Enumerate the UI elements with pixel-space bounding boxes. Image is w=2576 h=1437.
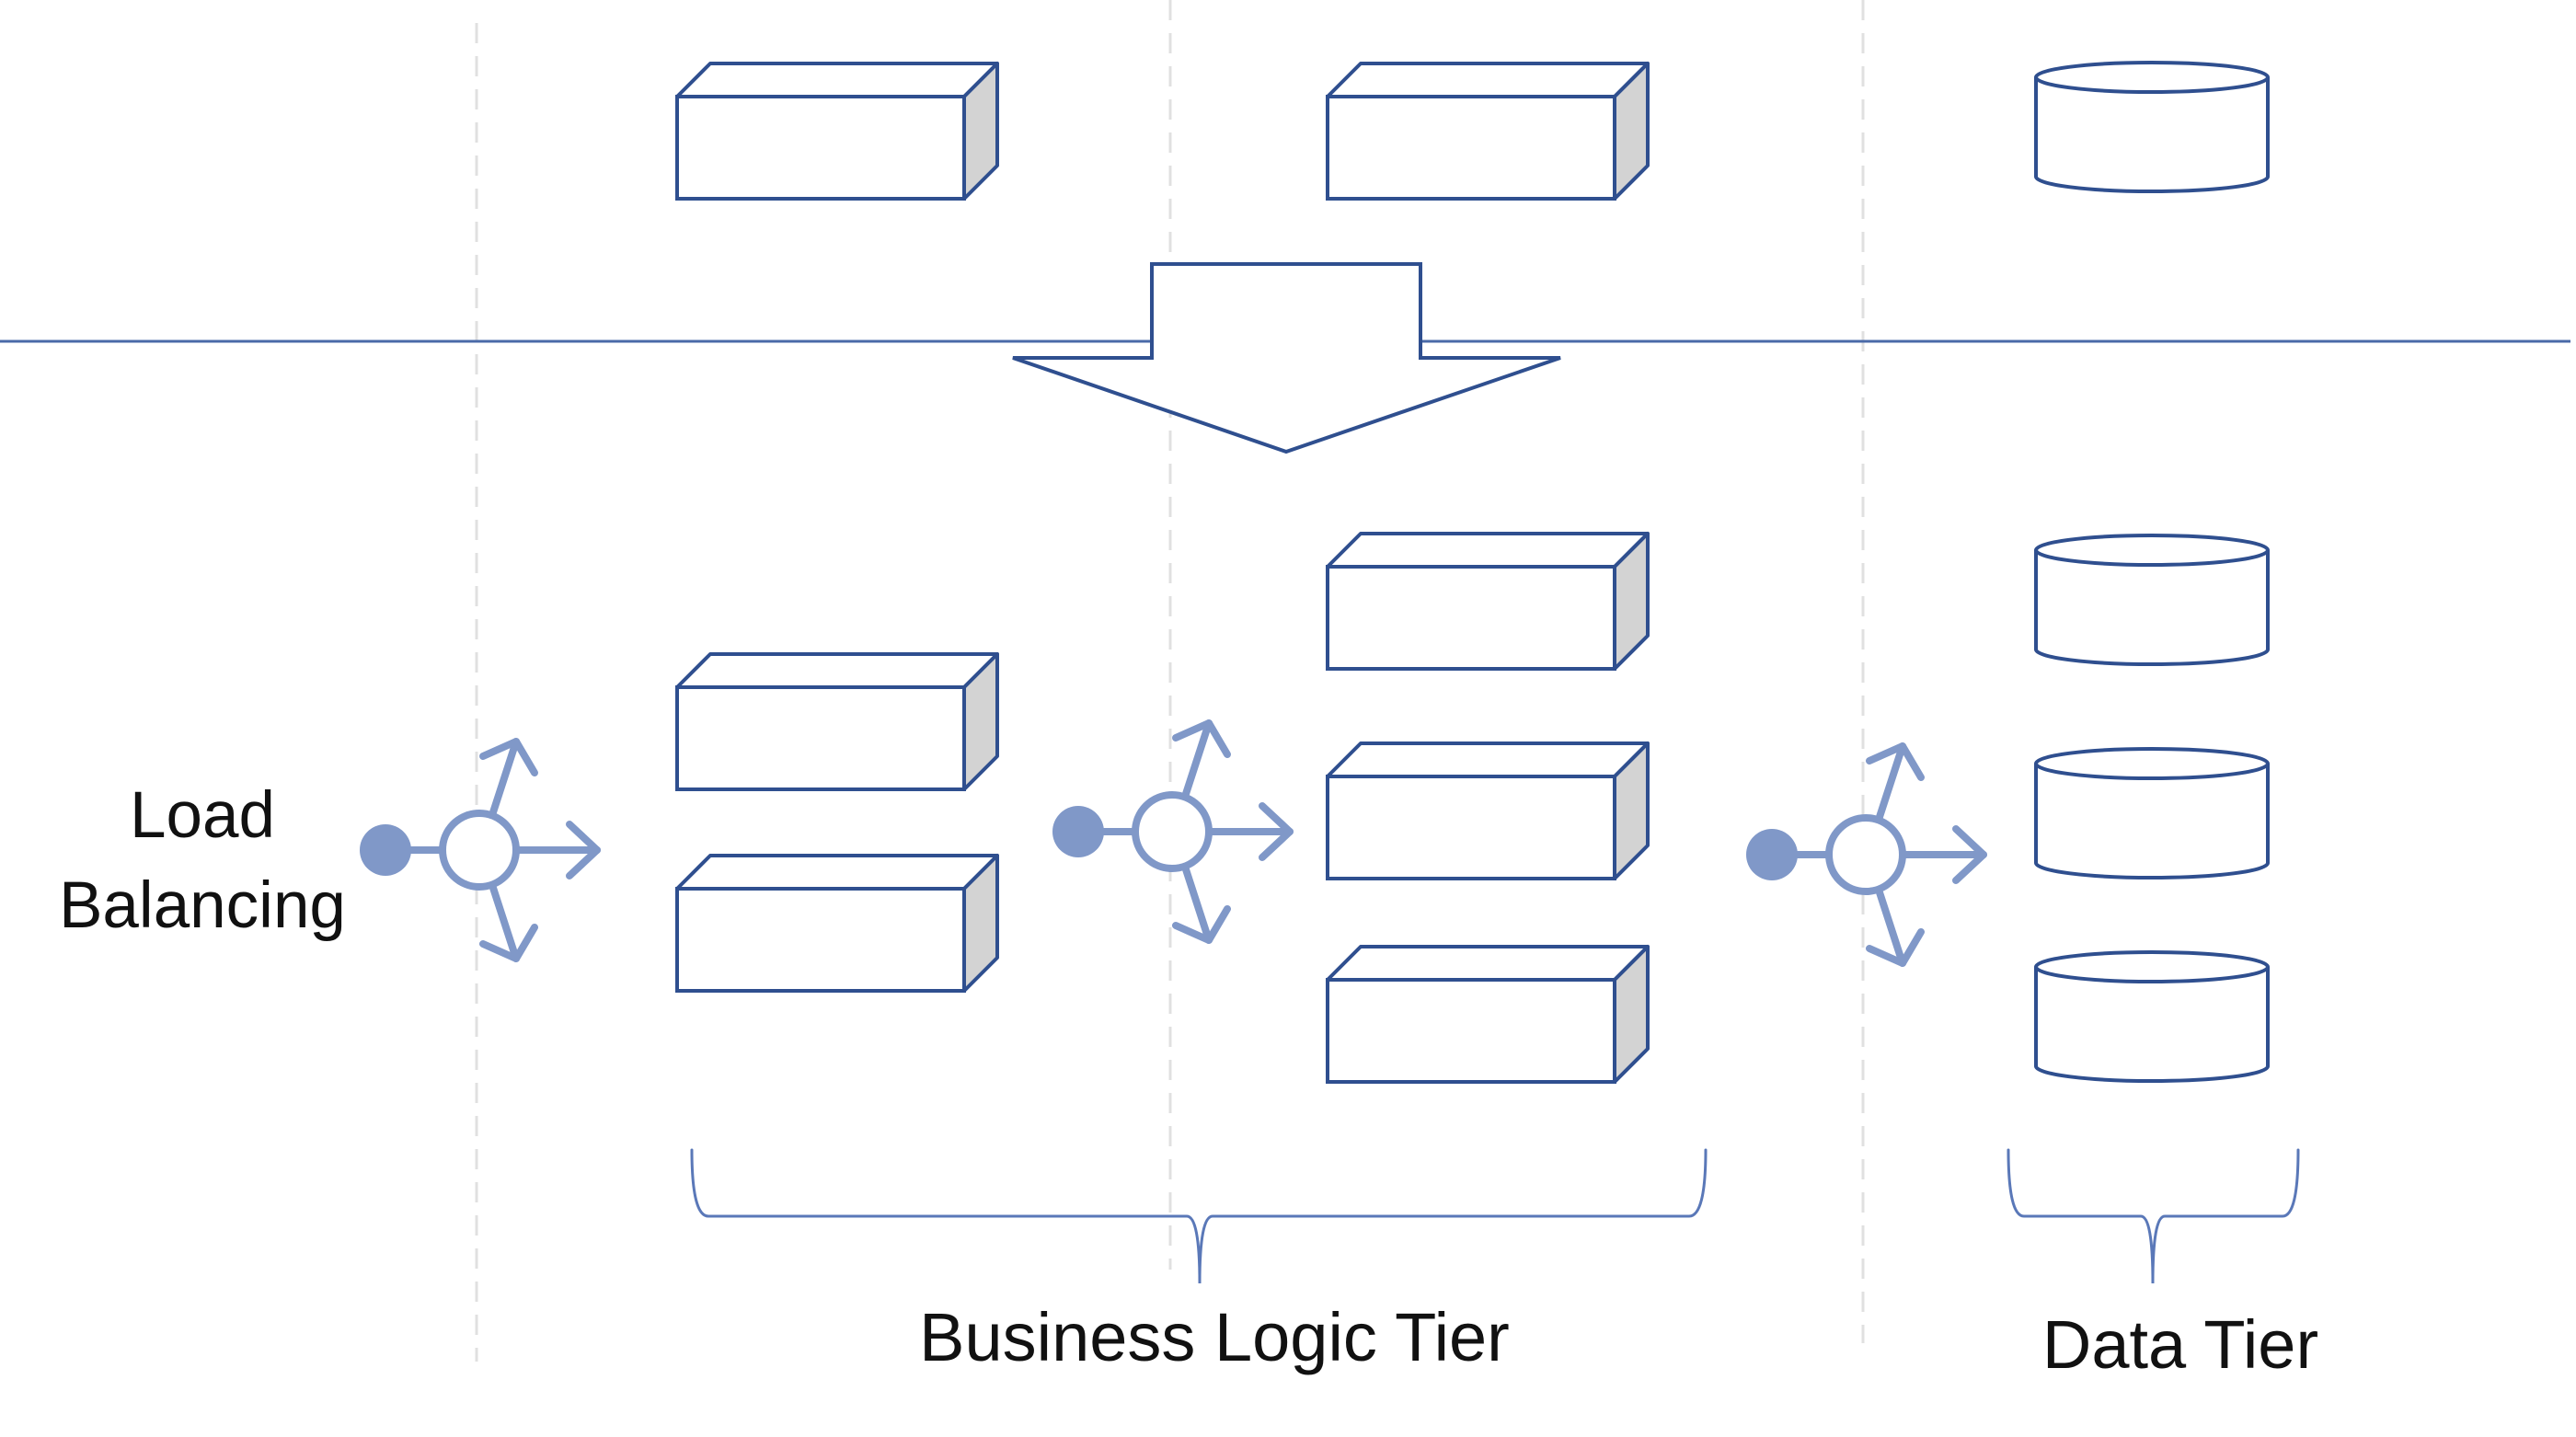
load-balancing-label-line2: Balancing [59,869,346,942]
column-guides [475,0,1865,1362]
curly-brace-icon [690,1148,1708,1284]
database-cylinder-icon [2034,747,2270,879]
server-box-icon [675,652,999,791]
server-box-icon [1326,532,1650,671]
load-balancing-label-line1: Load [130,779,275,852]
curly-brace-icon [2007,1148,2300,1284]
server-box-icon [675,854,999,993]
database-cylinder-icon [2034,534,2270,666]
server-box-icon [1326,945,1650,1084]
load-balancers [360,723,1984,963]
server-box-icon [1326,62,1650,201]
single-instance-row [675,61,2270,201]
database-cylinder-icon [2034,61,2270,193]
data-tier-label: Data Tier [2041,1306,2319,1383]
down-arrow-icon [1012,262,1561,454]
load-balancer-icon [360,741,597,959]
database-cylinder-icon [2034,950,2270,1083]
server-box-icon [1326,741,1650,880]
tier-braces [690,1148,2300,1284]
scaled-out-row [675,532,2270,1084]
load-balancing-label: Load Balancing [18,771,386,951]
business-logic-tier-label: Business Logic Tier [919,1299,1510,1375]
server-box-icon [675,62,999,201]
load-balancer-icon [1746,746,1984,963]
